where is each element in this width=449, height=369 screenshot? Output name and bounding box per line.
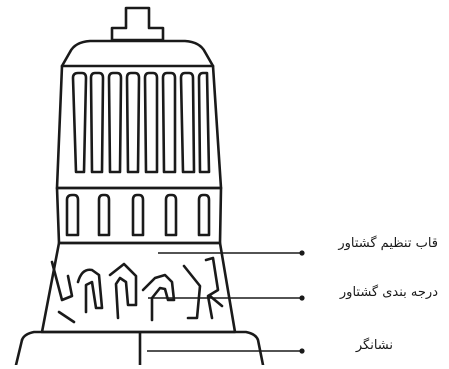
rib xyxy=(199,195,209,235)
leader-dot-middle xyxy=(299,295,304,300)
label-torque-adjust-frame: قاب تنظیم گشتاور xyxy=(338,236,438,251)
chuck-base xyxy=(22,332,263,365)
rib xyxy=(127,73,139,172)
lower-ribs xyxy=(67,195,209,235)
chuck-top-nub xyxy=(112,8,163,40)
leader-dot-top xyxy=(299,250,304,255)
rib xyxy=(181,73,194,172)
torque-scale-marks xyxy=(52,258,222,322)
rib xyxy=(91,73,103,172)
upper-ribs xyxy=(73,73,209,172)
rib xyxy=(99,195,109,235)
label-indicator: نشانگر xyxy=(356,338,393,353)
rib xyxy=(199,73,209,172)
rib xyxy=(163,73,175,172)
chuck-base-left xyxy=(16,340,22,365)
rib xyxy=(67,195,78,235)
leader-dot-bottom xyxy=(299,348,304,353)
rib xyxy=(166,195,176,235)
rib xyxy=(73,73,86,172)
rib xyxy=(133,195,143,235)
label-torque-scale: درجه بندی گشتاور xyxy=(340,285,438,300)
rib xyxy=(145,73,157,172)
rib xyxy=(109,73,121,172)
